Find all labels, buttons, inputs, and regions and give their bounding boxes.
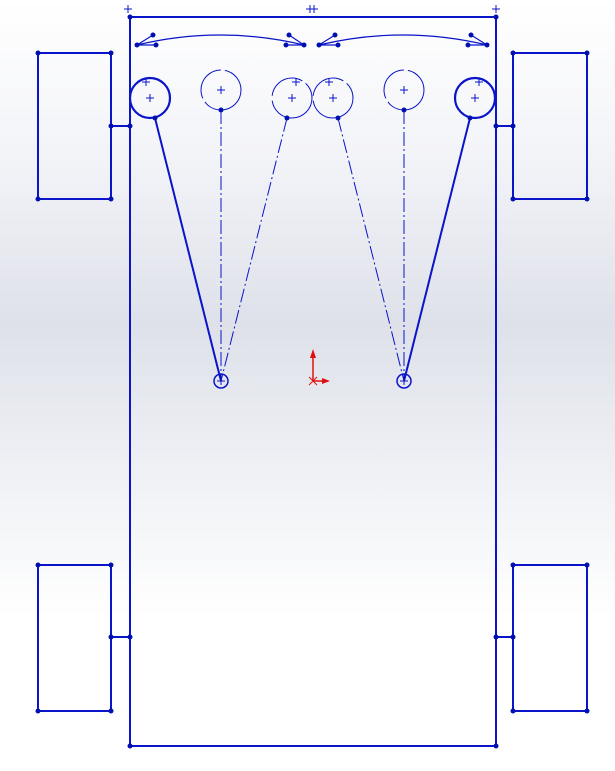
anchor-circle-left[interactable] [213,373,229,389]
axle-connectors [111,125,513,638]
center-marks [124,5,500,385]
sketch-points[interactable] [35,14,590,749]
wheel-front-left[interactable] [37,52,112,200]
tendon-lines[interactable] [154,110,471,382]
origin-icon [308,349,330,386]
chassis-rectangle[interactable] [129,16,497,747]
wheel-front-right[interactable] [512,52,588,200]
wheel-rear-right[interactable] [512,564,588,712]
anchor-circle-right[interactable] [396,373,412,389]
wheel-rear-left[interactable] [37,564,112,712]
arc-dimensions[interactable] [136,34,488,46]
pulley-circles[interactable] [128,69,497,120]
sketch-geometry [37,5,588,747]
